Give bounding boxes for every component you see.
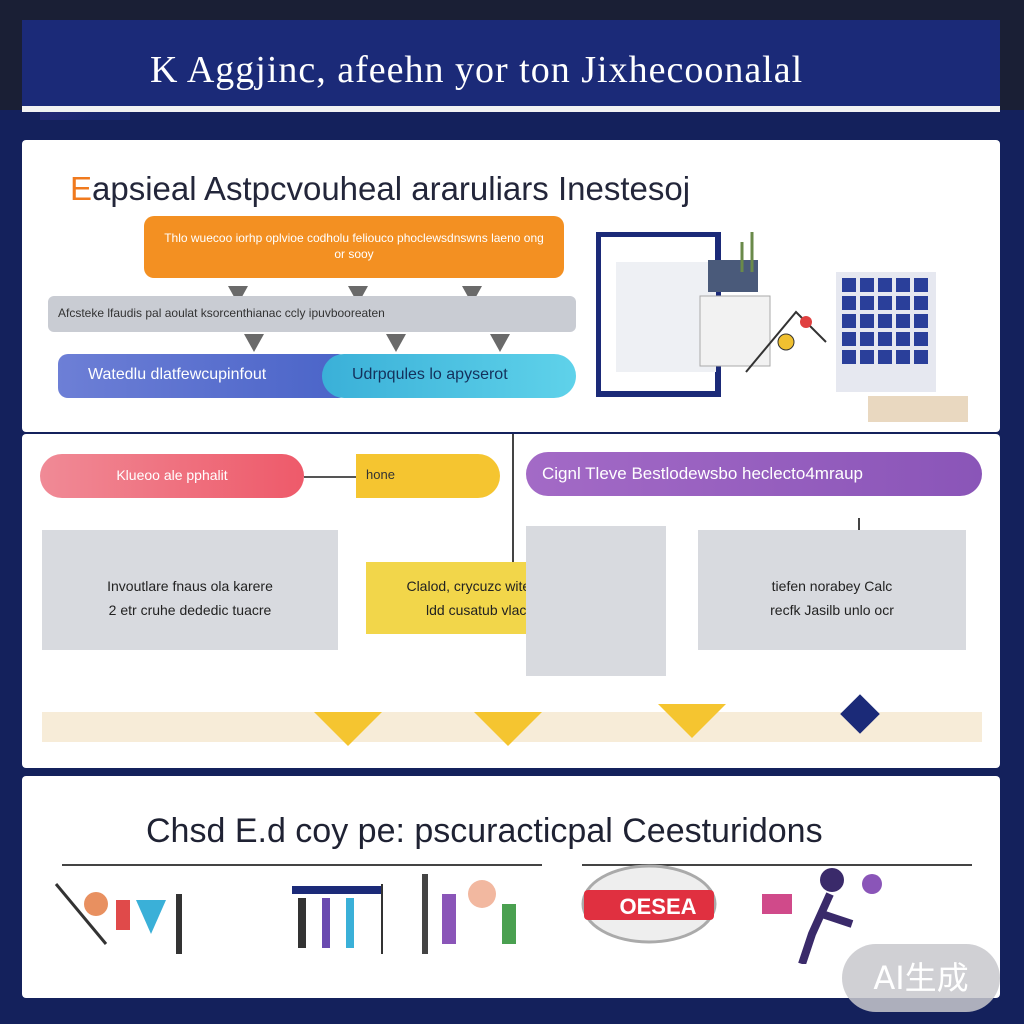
info-card-center: [526, 526, 666, 676]
stamp-label: OESEA: [619, 894, 697, 919]
cyan-stage-pill: Udrpqules lo apyserot: [322, 354, 576, 398]
pink-stage-pill: Klueoo ale pphalit: [40, 454, 304, 498]
purple-stage-pill: Cignl Tleve Bestlodewsbo heclecto4mraup: [526, 452, 982, 496]
stamp-seal-icon: [581, 864, 717, 944]
info-card-left: Invoutlare fnaus ola karere 2 etr cruhe …: [42, 530, 338, 650]
section-architecture: Eapsieal Astpcvouheal araruliars Inestes…: [22, 140, 1000, 432]
team-collaboration-icon: [422, 874, 516, 954]
underline: [582, 864, 972, 866]
yellow-stage-pill: hone: [356, 454, 500, 498]
connector-line: [304, 476, 356, 478]
arrow-down-icon: [244, 334, 264, 352]
ai-generated-badge: AI生成: [842, 944, 1000, 1012]
arrow-down-icon: [386, 334, 406, 352]
building-columns-icon: [292, 884, 383, 954]
underline: [62, 864, 542, 866]
section-practices: Chsd E.d coy pe: pscuracticpal Ceesturid…: [22, 776, 1000, 998]
marker-triangle-icon: [314, 712, 382, 746]
divider-line: [512, 434, 514, 564]
info-card-right: tiefen norabey Calc recfk Jasilb unlo oc…: [698, 530, 966, 650]
header-banner: [22, 20, 1000, 112]
page-title: K Aggjinc, afeehn yor ton Jixhecoonalal: [150, 49, 804, 91]
process-bar: Afcsteke lfaudis pal aoulat ksorcenthian…: [48, 296, 576, 332]
section1-title: Eapsieal Astpcvouheal araruliars Inestes…: [70, 170, 691, 207]
section-workflow: Klueoo ale pphalit hone Cignl Tleve Best…: [22, 434, 1000, 768]
marker-triangle-icon: [474, 712, 542, 746]
marker-triangle-icon: [658, 704, 726, 738]
blue-stage-pill: Watedlu dlatfewcupinfout: [58, 354, 348, 398]
computer-network-illustration: [596, 232, 968, 422]
person-running-icon: [762, 868, 882, 964]
arrow-down-icon: [490, 334, 510, 352]
people-tools-icon: [54, 883, 182, 954]
orange-description-box: Thlo wuecoo iorhp oplvioe codholu feliou…: [144, 216, 564, 278]
section3-title: Chsd E.d coy pe: pscuracticpal Ceesturid…: [146, 812, 823, 850]
